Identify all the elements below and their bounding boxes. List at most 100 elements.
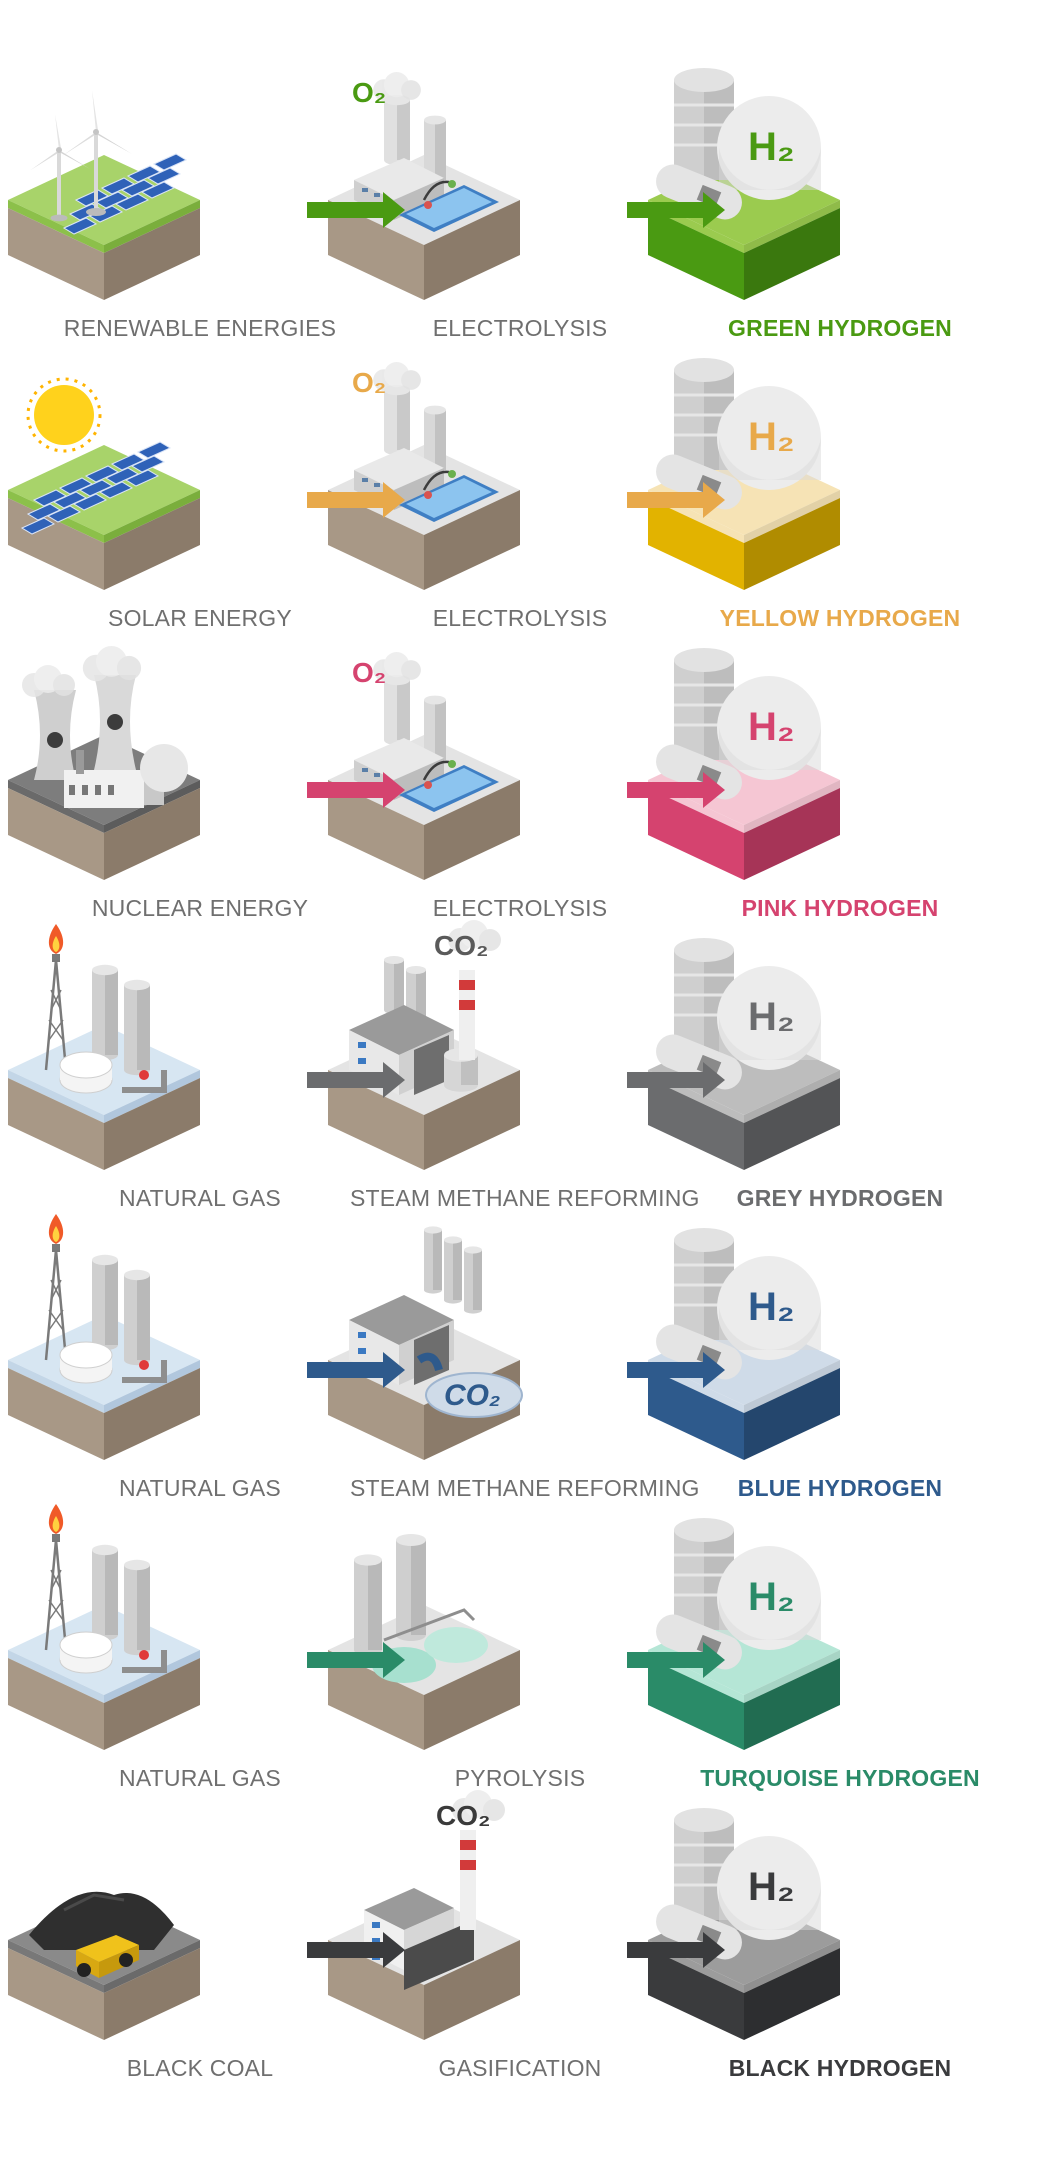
flow-arrow	[307, 770, 407, 810]
source-tile	[4, 60, 204, 310]
arrow-right-icon	[307, 1932, 405, 1968]
hydrogen-storage-icon	[656, 358, 821, 510]
gas-field-icon	[8, 1504, 200, 1750]
h2-label: H₂	[748, 1865, 795, 1909]
smoke-cloud-icon	[452, 1790, 505, 1822]
captured-gas-label: CO₂	[444, 1379, 500, 1412]
sun-icon	[26, 377, 102, 453]
smoke-cloud-icon	[373, 362, 421, 391]
result-tile: H₂	[644, 1220, 844, 1470]
source-label: NUCLEAR ENERGY	[91, 895, 309, 921]
source-tile	[4, 1800, 204, 2050]
dump-truck-icon	[76, 1935, 139, 1978]
gas-field-icon	[8, 1214, 200, 1460]
flow-arrow	[307, 480, 407, 520]
process-label: ELECTROLYSIS	[432, 895, 608, 921]
smoke-cloud-icon	[373, 652, 421, 681]
process-label: GASIFICATION	[438, 2055, 602, 2081]
result-label: BLUE HYDROGEN	[737, 1475, 943, 1501]
source-tile	[4, 924, 204, 1180]
hydrogen-tank-icon: H₂	[648, 1228, 840, 1460]
h2-label: H₂	[748, 1575, 795, 1619]
solar-panel-icon	[8, 377, 200, 590]
gas-tank-icon	[59, 1544, 167, 1674]
result-label: TURQUOISE HYDROGEN	[700, 1765, 980, 1791]
smr-capture-plant-icon: CO₂	[328, 1226, 523, 1460]
reactor-building-icon	[64, 744, 188, 808]
smoke-cloud-icon	[373, 72, 421, 101]
emission-gas-label: O₂	[352, 367, 386, 398]
flow-arrow	[627, 770, 727, 810]
arrow-right-icon	[627, 772, 725, 808]
process-tile	[324, 1510, 524, 1760]
result-tile: H₂	[644, 60, 844, 310]
gasification-plant-icon: CO₂	[328, 1790, 520, 2040]
emission-gas-label: O₂	[352, 77, 386, 108]
hydrogen-storage-icon	[656, 938, 821, 1090]
process-label: ELECTROLYSIS	[432, 315, 608, 341]
hydrogen-tank-icon: H₂	[648, 1518, 840, 1750]
result-tile: H₂	[644, 930, 844, 1180]
hydrogen-tank-icon: H₂	[648, 358, 840, 590]
hydrogen-storage-icon	[656, 1228, 821, 1380]
source-label: RENEWABLE ENERGIES	[63, 315, 337, 341]
flow-arrow	[627, 1640, 727, 1680]
flow-arrow	[627, 1930, 727, 1970]
source-label: NATURAL GAS	[119, 1185, 281, 1211]
process-tile: O₂	[324, 640, 524, 890]
nuclear-plant-icon	[8, 646, 200, 880]
flow-arrow	[307, 190, 407, 230]
arrow-right-icon	[307, 482, 405, 518]
arrow-right-icon	[627, 192, 725, 228]
hydrogen-storage-icon	[656, 1808, 821, 1960]
gas-flare-icon	[44, 1504, 68, 1651]
hydrogen-storage-icon	[656, 68, 821, 220]
gas-flare-icon	[44, 1214, 68, 1361]
hydrogen-tank-icon: H₂	[648, 648, 840, 880]
process-tile: CO₂	[324, 1220, 524, 1470]
process-tile: O₂	[324, 60, 524, 310]
result-label: YELLOW HYDROGEN	[719, 605, 961, 631]
flow-arrow	[627, 190, 727, 230]
source-tile	[4, 1504, 204, 1760]
cooling-tower-icon	[34, 675, 136, 780]
emission-gas-label: CO₂	[436, 1800, 490, 1831]
smoke-cloud-icon	[448, 920, 501, 952]
smr-plant-icon: CO₂	[328, 920, 520, 1170]
process-label: PYROLYSIS	[454, 1765, 586, 1791]
gas-field-icon	[8, 924, 200, 1170]
flow-arrow	[627, 1060, 727, 1100]
arrow-right-icon	[307, 1352, 405, 1388]
source-tile	[4, 350, 204, 600]
h2-label: H₂	[748, 415, 795, 459]
source-label: BLACK COAL	[126, 2055, 274, 2081]
electrolysis-plant-icon: O₂	[328, 362, 520, 590]
coal-pile-icon	[29, 1891, 174, 1950]
smoke-cloud-icon	[82, 646, 142, 682]
flow-arrow	[307, 1640, 407, 1680]
source-label: NATURAL GAS	[119, 1475, 281, 1501]
arrow-right-icon	[627, 482, 725, 518]
emission-gas-label: O₂	[352, 657, 386, 688]
gas-tank-icon	[59, 964, 167, 1094]
gas-tank-icon	[59, 1254, 167, 1384]
process-label: STEAM METHANE REFORMING	[350, 1185, 700, 1211]
process-tile: CO₂	[324, 920, 524, 1180]
arrow-right-icon	[307, 1062, 405, 1098]
flow-arrow	[307, 1060, 407, 1100]
wind-solar-icon	[8, 90, 200, 300]
result-label: GREY HYDROGEN	[736, 1185, 944, 1211]
flow-arrow	[307, 1350, 407, 1390]
arrow-right-icon	[627, 1352, 725, 1388]
flow-arrow	[627, 1350, 727, 1390]
result-tile: H₂	[644, 1510, 844, 1760]
arrow-right-icon	[307, 192, 405, 228]
result-tile: H₂	[644, 350, 844, 600]
result-tile: H₂	[644, 640, 844, 890]
wind-turbine-icon	[62, 90, 132, 216]
source-tile	[4, 640, 204, 890]
